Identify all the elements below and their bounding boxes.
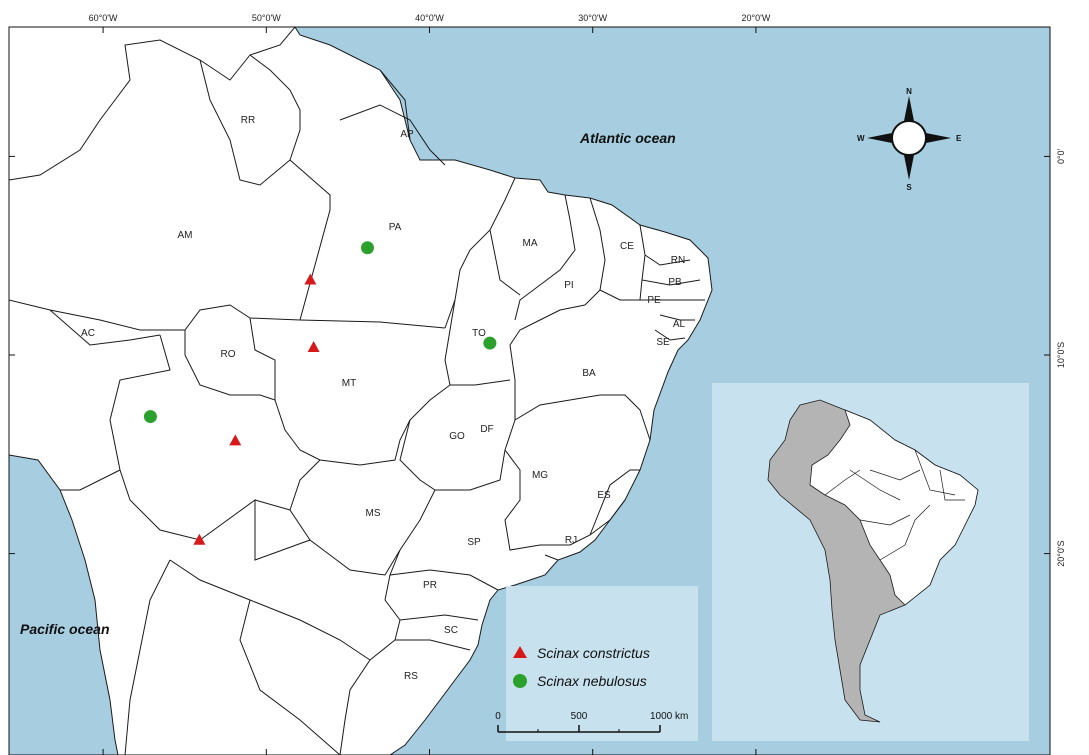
compass-rose-icon: N S E W [857,87,962,192]
state-label-pi: PI [564,280,573,291]
scale-label-0: 0 [495,711,501,722]
longitude-ticks: 70°0'W60°0'W50°0'W40°0'W30°0'W20°0'W [89,13,771,755]
state-label-rn: RN [671,255,685,266]
state-label-ma: MA [523,238,538,249]
lon-tick-label: 60°0'W [89,13,118,23]
state-borders [9,27,705,755]
map-frame [8,26,1051,755]
state-label-ro: RO [221,349,236,360]
compass-west: W [857,134,865,143]
lat-tick-label: 20°0'S [1056,540,1066,566]
scale-bar: 0 500 1000 km [495,711,688,733]
state-label-rr: RR [241,115,255,126]
state-label-go: GO [449,431,465,442]
scale-label-500: 500 [571,711,588,722]
state-label-am: AM [178,230,193,241]
lon-tick-label: 30°0'W [578,13,607,23]
lat-tick-label: 0°0' [1056,148,1066,164]
state-label-sc: SC [444,625,458,636]
latitude-ticks: 0°0' 10°0'S 20°0'S [9,148,1066,567]
state-label-to: TO [472,328,486,339]
legend-label: Scinax nebulosus [537,673,647,689]
legend-circle-icon [513,674,527,688]
state-label-pe: PE [647,295,661,306]
legend-triangle-icon [513,646,527,658]
state-label-sp: SP [467,537,481,548]
brazil-shape [809,409,979,606]
pacific-ocean-label: Pacific ocean [20,621,110,637]
state-label-ms: MS [366,508,381,519]
scinax-constrictus-point [307,341,320,353]
state-label-ce: CE [620,241,634,252]
lat-tick-label: 10°0'S [1056,342,1066,368]
scinax-nebulosus-point [143,410,157,424]
state-label-rj: RJ [565,535,577,546]
scinax-constrictus-point [193,533,206,545]
compass-south: S [906,183,912,192]
state-label-rs: RS [404,671,418,682]
state-label-ba: BA [582,368,596,379]
lon-tick-label: 40°0'W [415,13,444,23]
state-label-ac: AC [81,328,95,339]
legend-label: Scinax constrictus [537,645,650,661]
lon-tick-label: 20°0'W [741,13,770,23]
state-label-pr: PR [423,580,437,591]
scale-label-1000: 1000 km [650,711,688,722]
occurrence-points [143,241,497,545]
state-label-mt: MT [342,378,356,389]
state-label-pb: PB [668,277,682,288]
state-label-df: DF [480,424,493,435]
state-label-mg: MG [532,470,548,481]
atlantic-ocean-label: Atlantic ocean [579,130,676,146]
scinax-constrictus-point [304,273,317,285]
state-label-ap: AP [400,129,414,140]
state-label-pa: PA [389,222,402,233]
state-label-se: SE [656,337,670,348]
state-label-es: ES [597,490,611,501]
lon-tick-label: 50°0'W [252,13,281,23]
scinax-nebulosus-point [483,336,497,350]
state-label-al: AL [673,319,686,330]
compass-east: E [956,134,962,143]
inset-map [712,383,1029,741]
scinax-nebulosus-point [360,241,374,255]
scinax-constrictus-point [229,434,242,446]
compass-north: N [906,87,912,96]
